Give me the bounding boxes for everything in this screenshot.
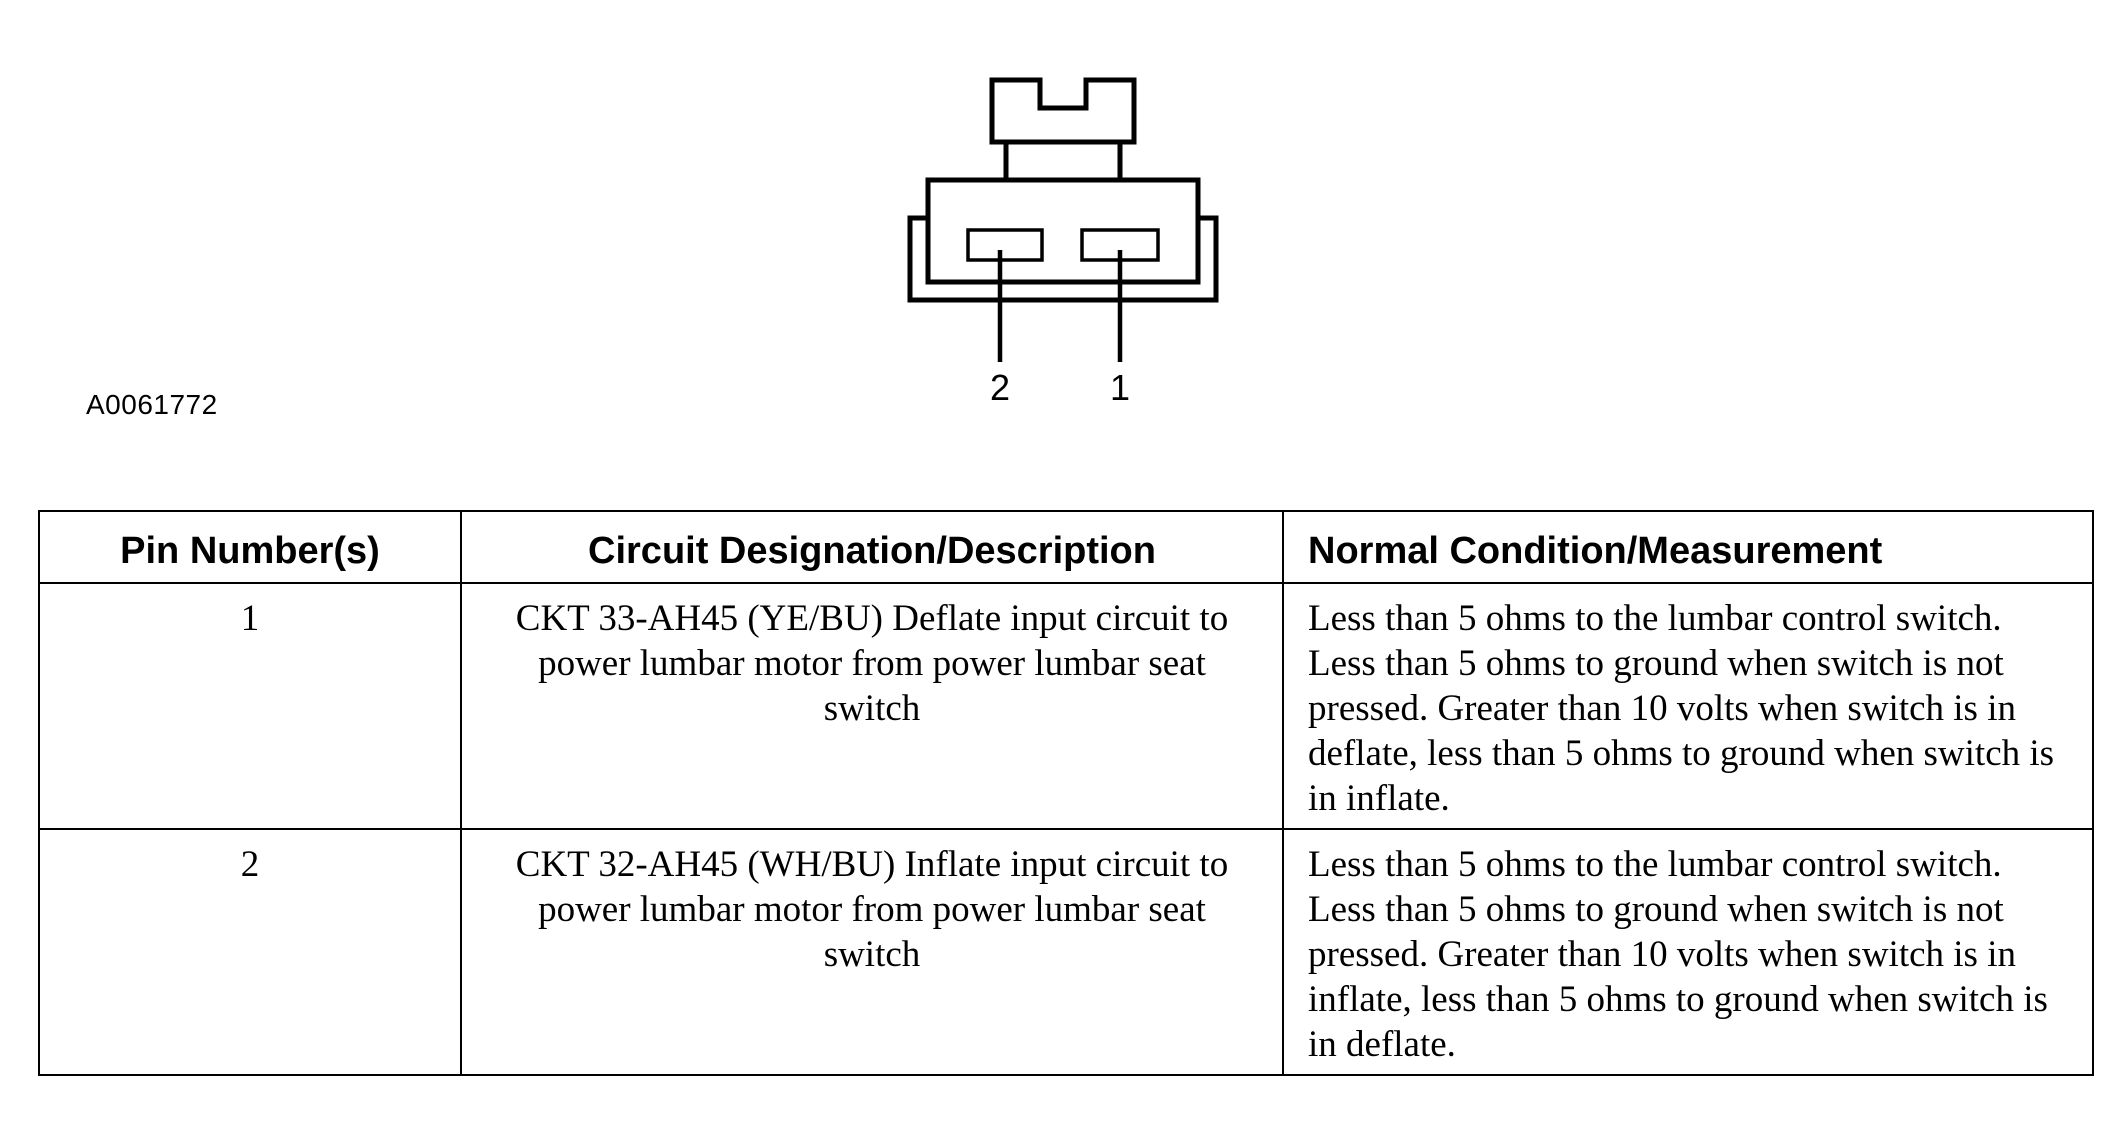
measurement-cell: Less than 5 ohms to the lumbar control s… (1282, 582, 2094, 830)
connector-neck (1003, 142, 1123, 180)
pin-2-label: 2 (990, 367, 1010, 408)
connector-diagram: 2 1 (907, 77, 1219, 408)
table-row: 2 CKT 32-AH45 (WH/BU) Inflate input circ… (38, 828, 2094, 1076)
table-header-row: Pin Number(s) Circuit Designation/Descri… (38, 510, 2094, 584)
header-normal-condition: Normal Condition/Measurement (1282, 510, 2094, 584)
connector-lock-tab (989, 77, 1137, 145)
pinout-table: Pin Number(s) Circuit Designation/Descri… (38, 510, 2094, 1076)
circuit-description-cell: CKT 32-AH45 (WH/BU) Inflate input circui… (460, 828, 1284, 1076)
connector-housing (907, 177, 1219, 303)
pin-2-terminal (966, 228, 1044, 262)
measurement-cell: Less than 5 ohms to the lumbar control s… (1282, 828, 2094, 1076)
header-circuit-description: Circuit Designation/Description (460, 510, 1284, 584)
pin-number-cell: 2 (38, 828, 462, 1076)
pin-number-cell: 1 (38, 582, 462, 830)
header-pin-number: Pin Number(s) (38, 510, 462, 584)
connector-inner-rim (925, 218, 1201, 285)
pin-1-label: 1 (1110, 367, 1130, 408)
figure-id: A0061772 (86, 389, 218, 420)
table-row: 1 CKT 33-AH45 (YE/BU) Deflate input circ… (38, 582, 2094, 830)
circuit-description-cell: CKT 33-AH45 (YE/BU) Deflate input circui… (460, 582, 1284, 830)
